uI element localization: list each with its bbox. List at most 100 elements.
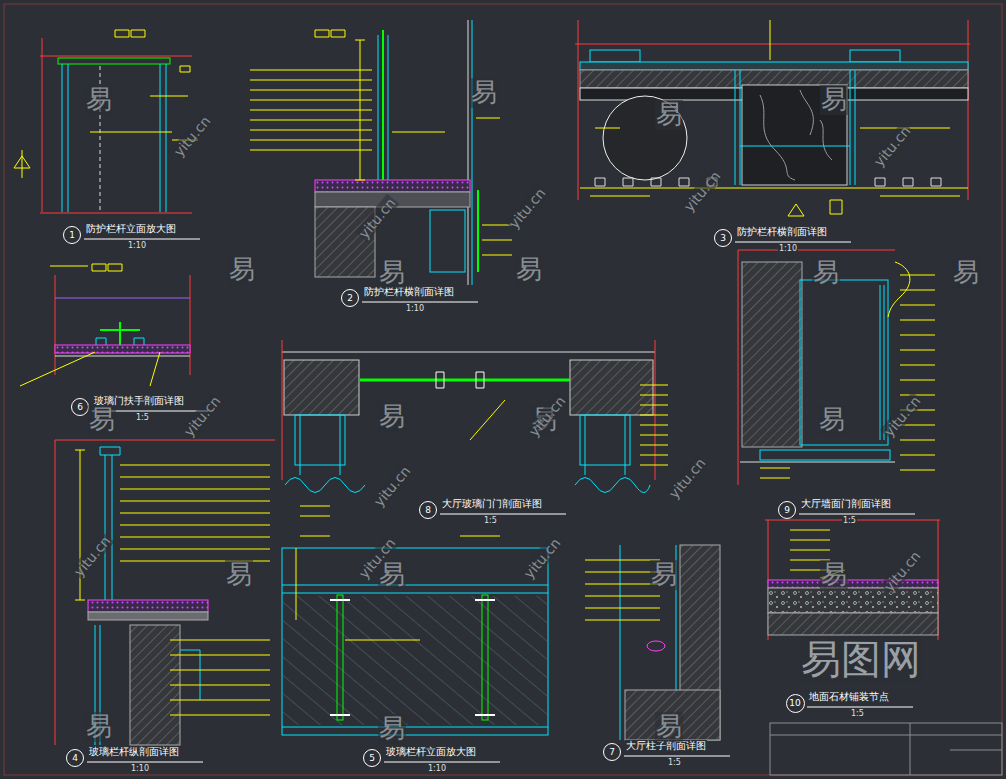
callout-circle: 4 [66,749,84,767]
scale-note: 1:5 [667,758,682,767]
railing-elevation [14,150,30,178]
railing-elevation [62,64,166,212]
callout-number: 7 [609,748,615,757]
glass-railing-elevation [296,536,500,640]
title-underline [84,239,915,762]
glass-railing-elevation [330,600,495,715]
floor-stone-node [768,588,938,613]
scale-note: 1:10 [778,244,798,253]
drawing-title: 大厅墙面门剖面详图 [800,498,892,510]
scale-note: 1:5 [135,413,150,422]
callout-number: 2 [347,294,353,303]
railing-section [250,70,512,255]
floor-stone-node [765,520,940,640]
glass-door-section [285,478,650,493]
callout-number: 5 [369,754,375,763]
watermark: 易 [812,258,840,288]
floor-stone-node [765,520,940,640]
watermark: 易 [85,85,113,115]
railing-plan-section [590,20,960,196]
glass-railing-elevation [282,585,548,593]
glass-door-section [295,415,345,465]
callout-circle: 9 [778,501,796,519]
drawing-title: 玻璃栏杆纵剖面详图 [88,746,180,758]
watermark: 易 [470,78,498,108]
callout-number: 6 [77,403,83,412]
wall-door-section [760,450,890,460]
sheet-border [4,4,1002,775]
railing-plan-section [580,62,968,70]
scale-note: 1:5 [842,516,857,525]
glass-railing-elevation [482,595,488,720]
railing-plan-section [595,178,941,186]
floor-stone-node [768,613,938,635]
callout-circle: 2 [341,289,359,307]
watermark: yitu.cn [180,392,224,440]
handrail-section [55,275,190,375]
scale-note: 1:5 [850,709,865,718]
scale-note: 1:10 [427,764,447,773]
handrail-section [55,356,190,357]
railing-section [315,180,470,192]
watermark: yitu.cn [70,532,114,580]
railing-section [315,30,345,37]
watermark: yitu.cn [170,112,214,160]
wall-door-section [880,285,884,440]
railing-plan-section [742,85,847,185]
watermark: 易 [88,405,116,435]
railing-section [430,210,465,272]
wall-door-section [742,262,802,447]
scale-note: 1:10 [130,764,150,773]
wall-door-section [760,275,935,478]
column-section [585,560,660,620]
scale-note: 1:10 [405,304,425,313]
railing-elevation [115,30,190,72]
watermark: 易 [515,255,543,285]
railing-section [382,30,384,182]
glass-door-section [284,360,359,415]
wall-door-section [738,250,935,485]
callout-number: 9 [784,506,790,515]
title-underline [84,239,915,762]
glass-railing-section [55,440,275,745]
callout-circle: 5 [363,749,381,767]
floor-stone-node [768,580,938,588]
scale-note: 1:5 [483,516,498,525]
handrail-section [55,298,190,299]
glass-railing-section [100,447,120,600]
drawing-title: 玻璃栏杆立面放大图 [385,746,477,758]
watermark: 易 [820,85,848,115]
watermark: 易 [650,560,678,590]
callout-number: 3 [720,234,726,243]
watermark: yitu.cn [505,184,549,232]
railing-plan-section [735,70,855,185]
watermark: 易 [378,258,406,288]
glass-door-section [282,340,668,516]
callout-number: 10 [789,699,800,708]
glass-railing-section [88,600,208,612]
glass-door-section [300,415,625,475]
railing-plan-section [575,20,970,216]
glass-railing-elevation [283,596,547,725]
watermark: 易图网 [800,636,922,682]
scale-note: 1:10 [127,241,147,250]
drawing-title: 地面石材铺装节点 [808,691,890,703]
glass-railing-elevation [282,727,548,728]
handrail-section [20,264,190,386]
glass-railing-section [88,612,208,620]
callout-circle: 6 [71,398,89,416]
callout-circle: 10 [786,694,805,713]
glass-door-section [570,360,653,415]
callout-number: 8 [425,506,431,515]
title-block [770,723,1002,775]
glass-door-section [580,415,630,465]
railing-section [472,20,473,285]
column-section [585,545,720,740]
glass-door-section [282,352,655,353]
drawing-title: 防护栏杆立面放大图 [85,223,177,235]
watermark: yitu.cn [870,122,914,170]
watermark: 易 [820,560,848,590]
railing-plan-section [590,50,640,62]
glass-door-section [360,379,570,382]
